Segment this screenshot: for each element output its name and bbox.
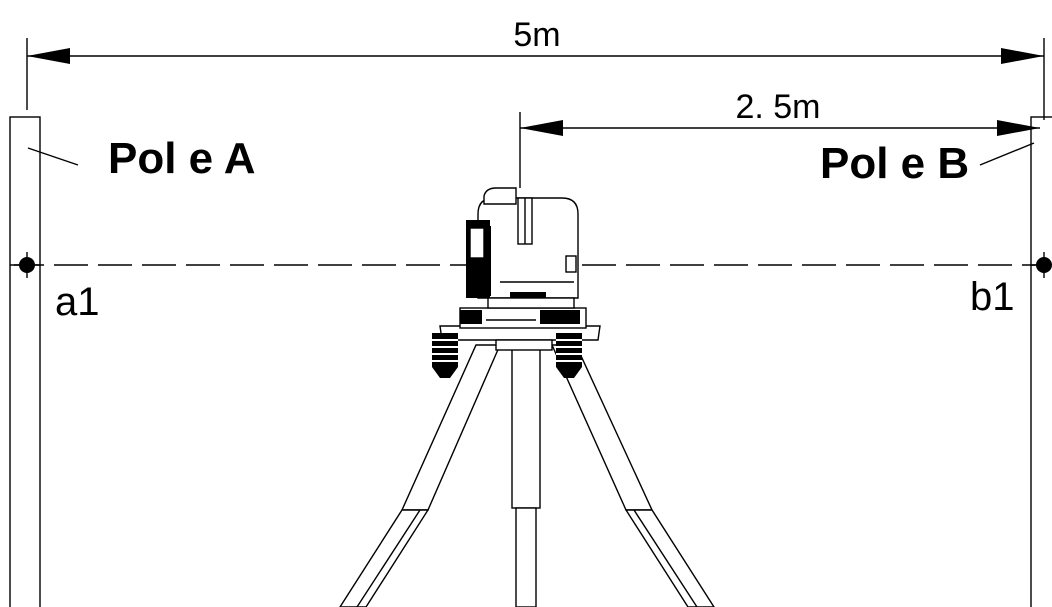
side-button	[565, 255, 577, 273]
arrow-left-icon	[27, 48, 70, 64]
tripod-leg-left-lower	[339, 509, 430, 607]
pole-a-body	[9, 116, 41, 607]
base-knob-right	[540, 310, 580, 324]
point-b1: b1	[970, 252, 1052, 319]
tripod-head-collar	[495, 339, 553, 351]
pole-b-label: Pol e B	[820, 139, 969, 188]
laser-level-instrument	[459, 187, 587, 329]
leveling-knob-left	[432, 333, 458, 378]
side-switch	[469, 227, 485, 259]
knob-right-tip	[556, 367, 582, 378]
pole-a-label: Pol e A	[108, 134, 256, 183]
pole-a-leader	[27, 147, 79, 166]
point-a1: a1	[14, 252, 100, 324]
tripod-leg-center-upper	[511, 329, 541, 509]
tripod-leg-left-inner	[356, 509, 421, 607]
dimension-label-half: 2. 5m	[735, 88, 820, 126]
point-a1-label: a1	[55, 280, 100, 324]
knob-left-tip	[432, 367, 458, 378]
tripod-leg-center-lower	[515, 507, 537, 607]
tripod	[339, 325, 715, 607]
tripod-leg-right-inner	[633, 509, 698, 607]
housing-top-cap	[483, 187, 517, 205]
dimension-label-total: 5m	[513, 16, 560, 54]
leveling-knob-right	[556, 333, 582, 378]
pole-a: Pol e A	[9, 116, 256, 607]
arrow-right-icon	[1001, 48, 1044, 64]
arrow-right-half-icon	[997, 120, 1040, 136]
tripod-leg-right-lower	[624, 509, 715, 607]
base-knob-left	[460, 310, 482, 324]
pole-b: Pol e B	[820, 116, 1052, 607]
dimension-total: 5m	[26, 16, 1045, 120]
pole-b-leader	[979, 142, 1035, 166]
thumb-wheel	[510, 292, 546, 300]
dimension-half: 2. 5m	[519, 88, 1040, 188]
point-b1-label: b1	[970, 275, 1015, 319]
housing-bottom	[487, 297, 575, 309]
instrument-housing	[477, 197, 579, 299]
arrow-left-half-icon	[520, 120, 563, 136]
pole-b-body	[1030, 116, 1052, 607]
